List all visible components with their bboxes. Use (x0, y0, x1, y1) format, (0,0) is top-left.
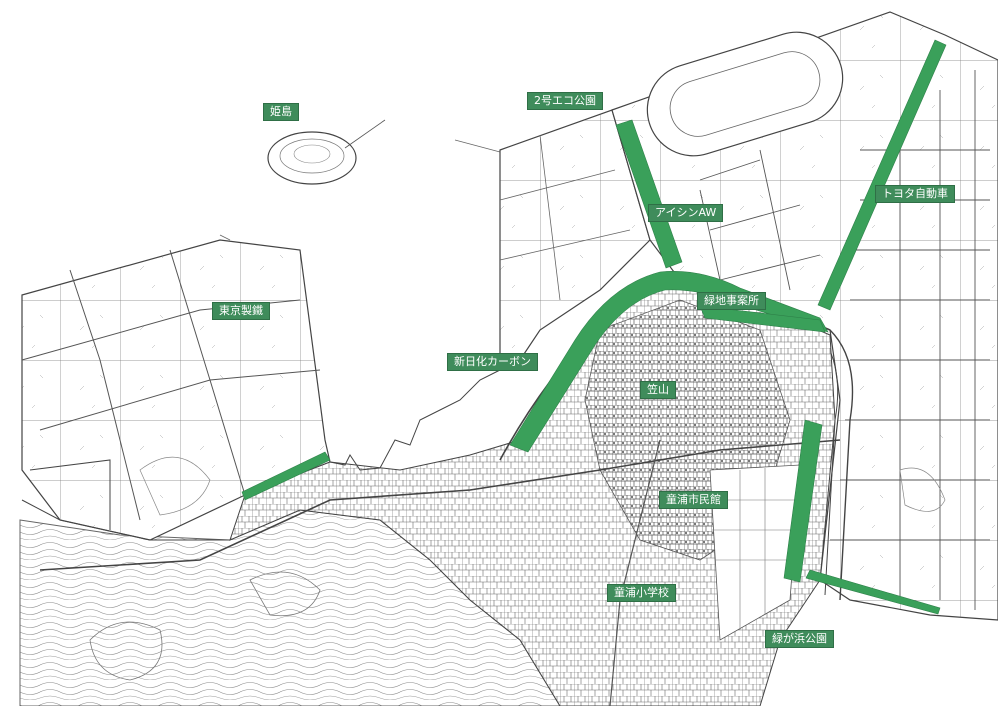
label-eco-park: 2号エコ公園 (527, 92, 603, 110)
label-himejima: 姫島 (263, 103, 299, 121)
label-ryokuchi: 緑地事案所 (697, 292, 766, 310)
label-aisin: アイシンAW (648, 204, 724, 222)
himejima-island (267, 131, 357, 185)
label-shiminkan: 童浦市民館 (659, 491, 728, 509)
green-corridors (241, 39, 947, 615)
label-tokyo-seitetsu: 東京製鐵 (212, 302, 270, 320)
label-carbon: 新日化カーボン (447, 353, 538, 371)
test-track (646, 31, 844, 157)
label-school: 童浦小学校 (607, 584, 676, 602)
label-kasayama: 笠山 (640, 381, 676, 399)
label-midorigahama: 緑が浜公園 (765, 630, 834, 648)
label-toyota: トヨタ自動車 (875, 185, 955, 203)
